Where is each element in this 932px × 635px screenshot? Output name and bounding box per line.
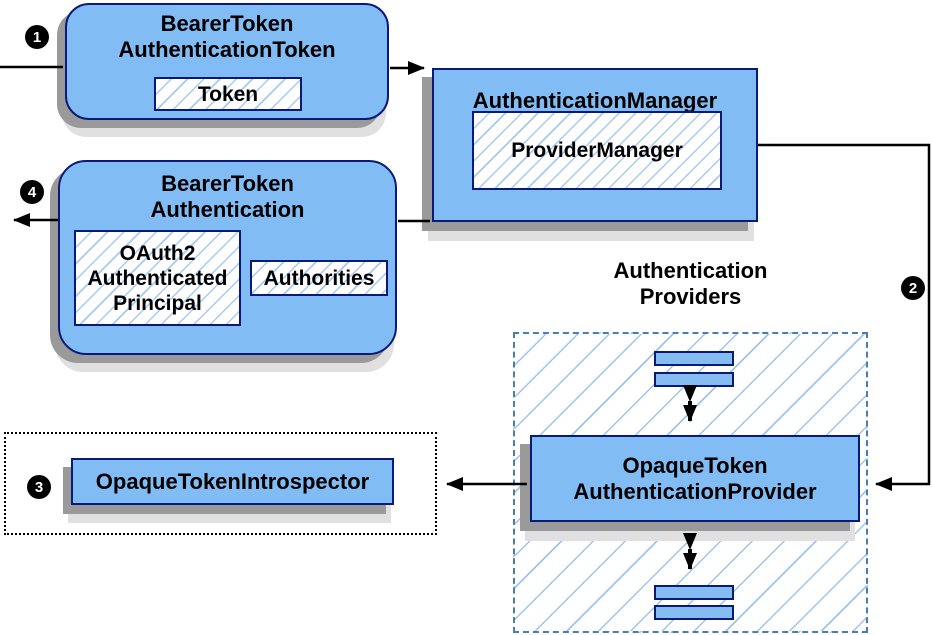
- step-badge-4: 4: [20, 180, 44, 204]
- step-badge-2: 2: [901, 276, 925, 300]
- authentication-manager-node: AuthenticationManager ProviderManager: [432, 68, 758, 222]
- opaque-token-introspector-container: 3 OpaqueTokenIntrospector: [4, 432, 437, 535]
- provider-manager-chip: ProviderManager: [472, 111, 722, 190]
- authentication-providers-region: OpaqueToken AuthenticationProvider: [513, 332, 868, 633]
- bearer-token-authentication-node: BearerToken Authentication OAuth2 Authen…: [58, 160, 397, 355]
- opaque-token-introspector-node: OpaqueTokenIntrospector: [71, 458, 394, 505]
- step-badge-1: 1: [25, 25, 49, 49]
- principal-chip-line-1: OAuth2: [119, 241, 196, 265]
- step-badge-3: 3: [27, 475, 51, 499]
- authentication-providers-title: Authentication Providers: [513, 258, 868, 310]
- provider-box-title-line-1: OpaqueToken: [622, 452, 768, 478]
- authentication-providers-title-line-1: Authentication: [613, 258, 768, 283]
- oauth2-authenticated-principal-chip: OAuth2 Authenticated Principal: [74, 230, 241, 326]
- authentication-providers-title-line-2: Providers: [639, 284, 742, 309]
- authorities-chip: Authorities: [250, 260, 388, 296]
- token-node-title-line-1: BearerToken: [160, 11, 294, 36]
- provider-placeholder-bar: [654, 605, 734, 620]
- provider-placeholder-bar: [654, 351, 734, 366]
- bearer-token-authentication-token-node: BearerToken AuthenticationToken Token: [65, 3, 389, 120]
- provider-placeholder-bar: [654, 372, 734, 387]
- bearer-token-authentication-title: BearerToken Authentication: [60, 171, 395, 223]
- opaque-token-authentication-provider-node: OpaqueToken AuthenticationProvider: [530, 435, 860, 522]
- authentication-manager-title: AuthenticationManager: [472, 88, 718, 113]
- token-node-title-line-2: AuthenticationToken: [118, 37, 336, 62]
- provider-box-title-line-2: AuthenticationProvider: [573, 478, 817, 504]
- principal-chip-line-3: Principal: [113, 291, 202, 315]
- bearer-auth-title-line-2: Authentication: [150, 197, 305, 222]
- token-chip: Token: [154, 77, 302, 111]
- bearer-token-authentication-token-title: BearerToken AuthenticationToken: [67, 11, 387, 63]
- provider-placeholder-bar: [654, 585, 734, 600]
- opaque-token-introspector-title: OpaqueTokenIntrospector: [95, 468, 370, 494]
- bearer-auth-title-line-1: BearerToken: [161, 171, 294, 196]
- principal-chip-line-2: Authenticated: [87, 266, 228, 290]
